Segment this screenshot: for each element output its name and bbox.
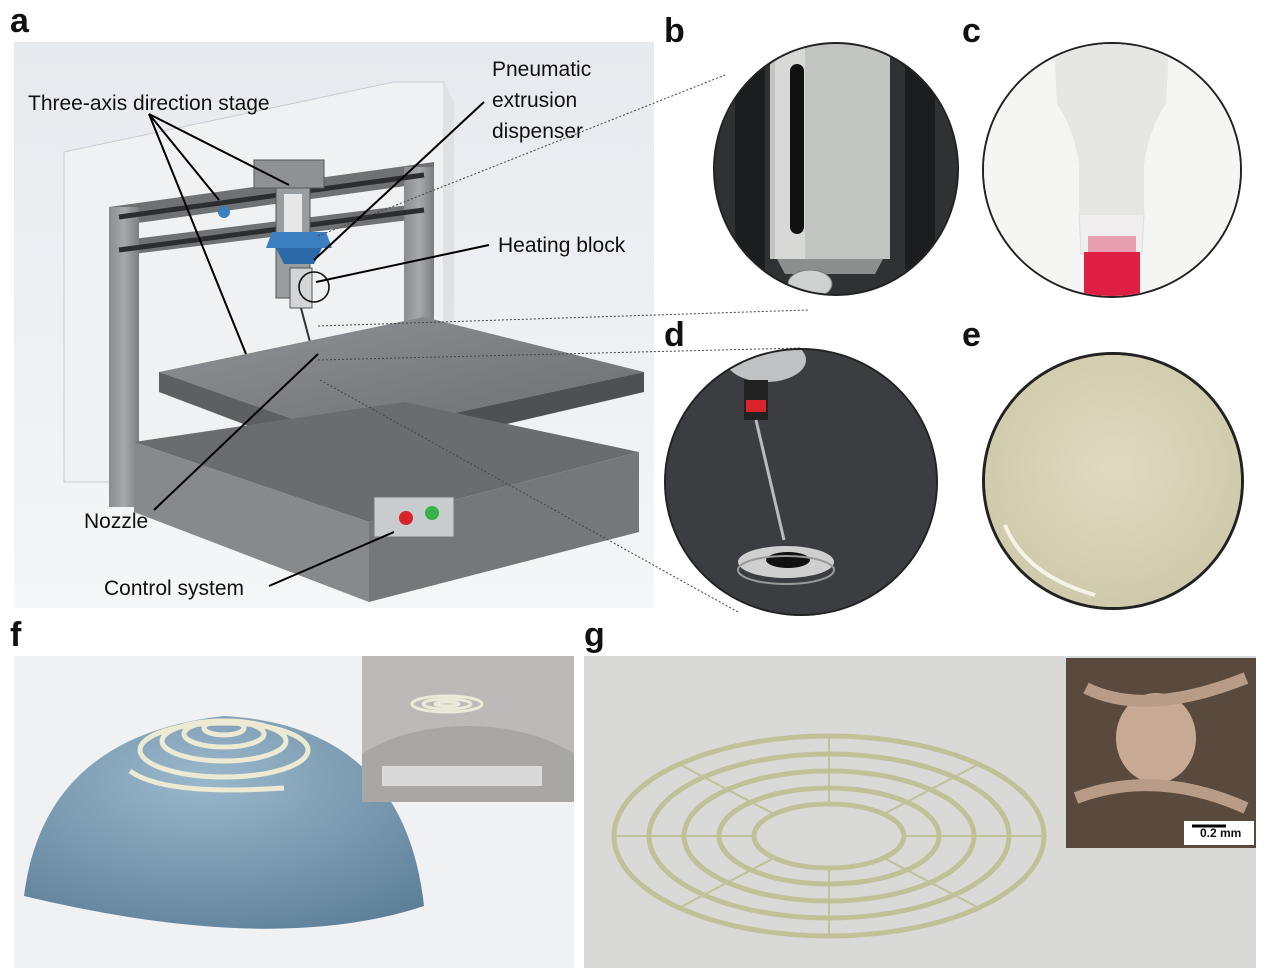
dome-spiral-photo-inset: [362, 656, 574, 802]
panel-label-f: f: [10, 616, 22, 654]
label-control-system: Control system: [104, 577, 245, 600]
label-pneumatic-dispenser-2: extrusion: [492, 89, 578, 112]
nozzle-photo: [982, 42, 1242, 298]
nozzle-substrate-render: [664, 348, 938, 616]
zoom-lines: [317, 74, 809, 613]
panel-label-c: c: [962, 12, 981, 50]
scale-bar-label: 0.2 mm: [1200, 826, 1242, 840]
label-nozzle: Nozzle: [84, 510, 149, 533]
scaffold-photo-inset: [1066, 658, 1256, 848]
panel-label-d: d: [664, 316, 685, 354]
label-pneumatic-dispenser-3: dispenser: [492, 120, 584, 143]
heating-block-closeup: [713, 42, 959, 296]
panel-label-g: g: [584, 616, 605, 654]
panel-label-e: e: [962, 316, 981, 354]
panel-label-a: a: [10, 2, 29, 40]
label-pneumatic-dispenser-1: Pneumatic: [492, 58, 592, 81]
label-three-axis-stage: Three-axis direction stage: [28, 92, 270, 115]
panel-label-b: b: [664, 12, 685, 50]
printed-disc-photo: [982, 352, 1244, 610]
label-heating-block: Heating block: [498, 234, 626, 257]
